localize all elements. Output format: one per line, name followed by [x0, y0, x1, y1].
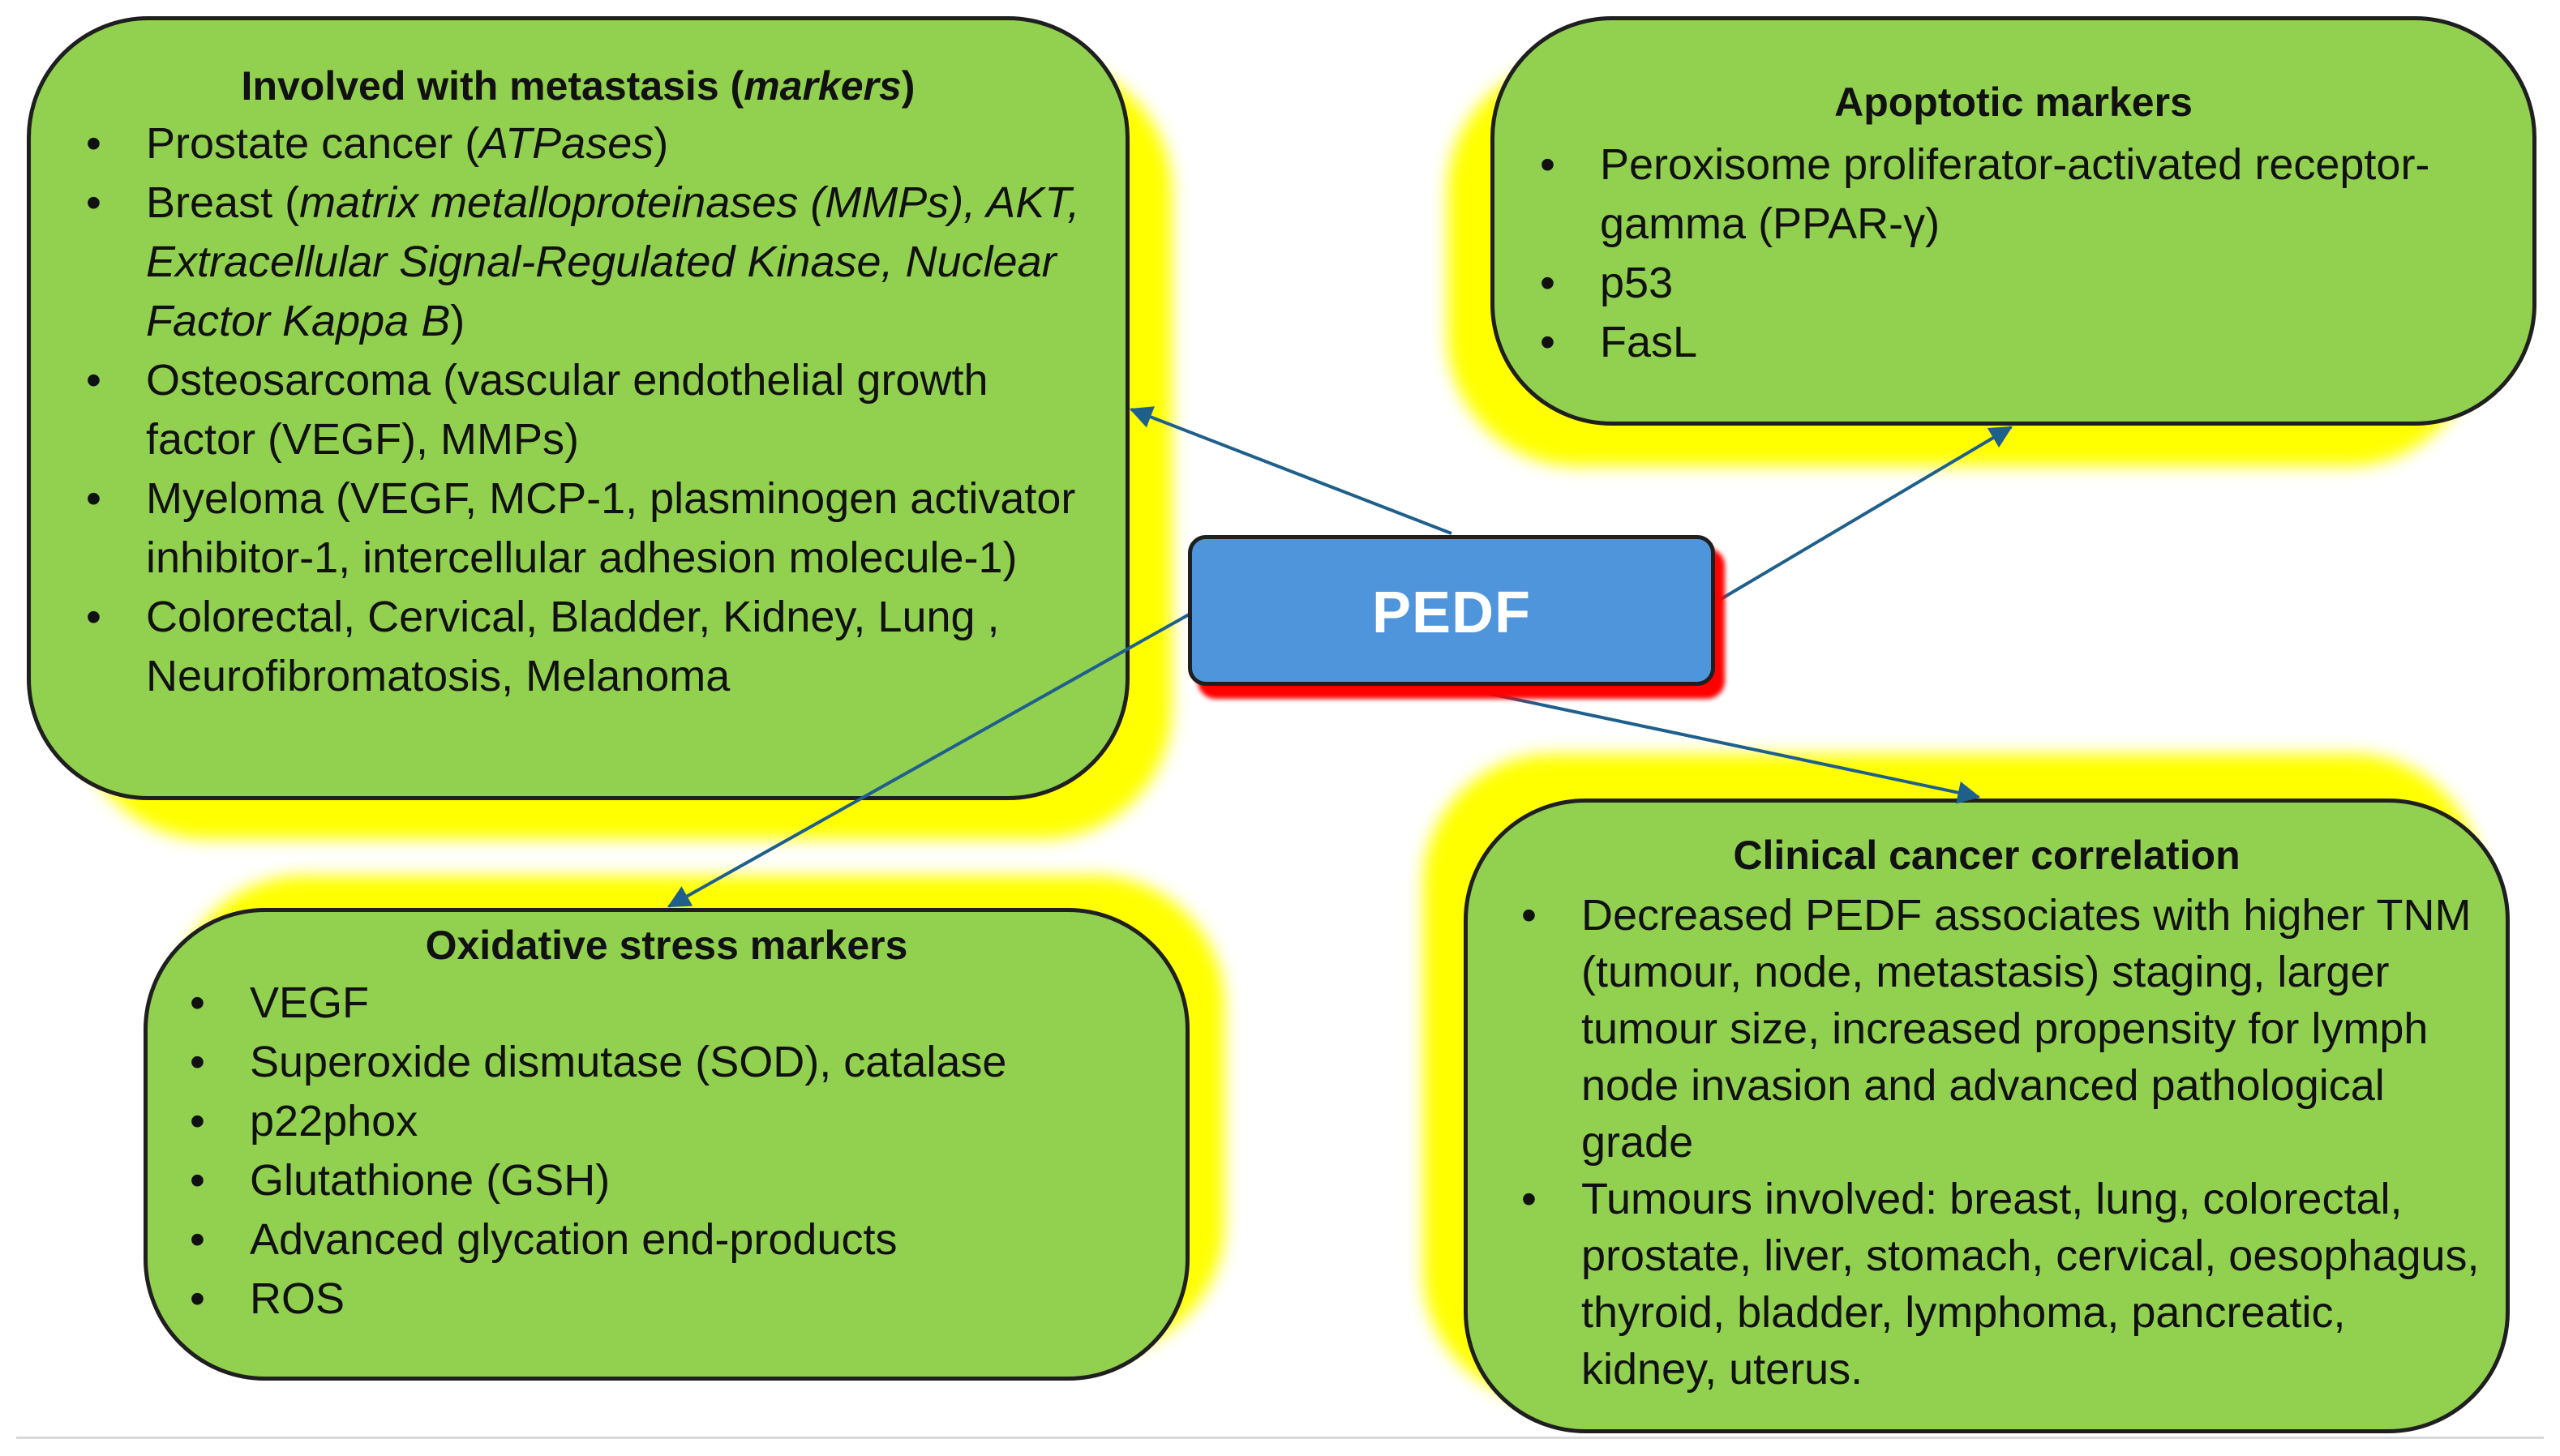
list-item: Breast (matrix metalloproteinases (MMPs)… — [86, 173, 1095, 351]
list-item: Advanced glycation end-products — [190, 1210, 1166, 1270]
item-italic: ATPases — [479, 119, 654, 168]
list-item: Superoxide dismutase (SOD), catalase — [190, 1033, 1166, 1092]
clinical-title: Clinical cancer correlation — [1733, 833, 2241, 878]
oxidative-title: Oxidative stress markers — [425, 923, 908, 968]
item-italic: matrix metalloproteinases (MMPs), AKT, E… — [146, 178, 1080, 345]
list-item: Tumours involved: breast, lung, colorect… — [1521, 1171, 2481, 1398]
metastasis-list: Prostate cancer (ATPases) Breast (matrix… — [86, 114, 1095, 706]
list-item: p22phox — [190, 1092, 1166, 1151]
list-item: Prostate cancer (ATPases) — [86, 114, 1095, 173]
list-item: Myeloma (VEGF, MCP-1, plasminogen activa… — [86, 469, 1095, 588]
list-item: Colorectal, Cervical, Bladder, Kidney, L… — [86, 588, 1095, 706]
list-item: Glutathione (GSH) — [190, 1151, 1166, 1210]
list-item: VEGF — [190, 974, 1166, 1033]
list-item: Osteosarcoma (vascular endothelial growt… — [86, 351, 1095, 469]
metastasis-box: Involved with metastasis (markers) Prost… — [27, 16, 1130, 800]
list-item: ROS — [190, 1270, 1166, 1329]
item-suffix: ) — [654, 119, 669, 168]
list-item: Peroxisome proliferator-activated recept… — [1540, 135, 2500, 254]
metastasis-title-italic: markers — [744, 63, 902, 109]
list-item: FasL — [1540, 313, 2500, 372]
item-prefix: Breast ( — [146, 178, 300, 227]
metastasis-title-suffix: ) — [901, 63, 916, 109]
pedf-center-box: PEDF — [1188, 535, 1715, 686]
arrow-to-metastasis — [1129, 406, 1452, 535]
metastasis-title: Involved with metastasis (markers) — [31, 62, 1126, 109]
item-prefix: Prostate cancer ( — [146, 119, 480, 168]
apoptotic-title: Apoptotic markers — [1834, 79, 2193, 125]
clinical-box: Clinical cancer correlation Decreased PE… — [1464, 799, 2510, 1433]
arrow-to-clinical — [1459, 686, 1981, 804]
pedf-label: PEDF — [1371, 580, 1532, 645]
list-item: Decreased PEDF associates with higher TN… — [1521, 887, 2481, 1171]
list-item: p53 — [1540, 254, 2500, 313]
clinical-list: Decreased PEDF associates with higher TN… — [1521, 887, 2481, 1398]
metastasis-title-prefix: Involved with metastasis ( — [241, 63, 744, 109]
oxidative-list: VEGF Superoxide dismutase (SOD), catalas… — [190, 974, 1166, 1329]
bottom-divider — [16, 1437, 2544, 1439]
arrow-to-apoptotic — [1711, 426, 2013, 606]
apoptotic-box: Apoptotic markers Peroxisome proliferato… — [1490, 16, 2536, 426]
apoptotic-list: Peroxisome proliferator-activated recept… — [1540, 135, 2500, 372]
oxidative-box: Oxidative stress markers VEGF Superoxide… — [144, 908, 1190, 1381]
item-suffix: ) — [450, 297, 465, 345]
arrow-to-oxidative — [667, 612, 1191, 908]
